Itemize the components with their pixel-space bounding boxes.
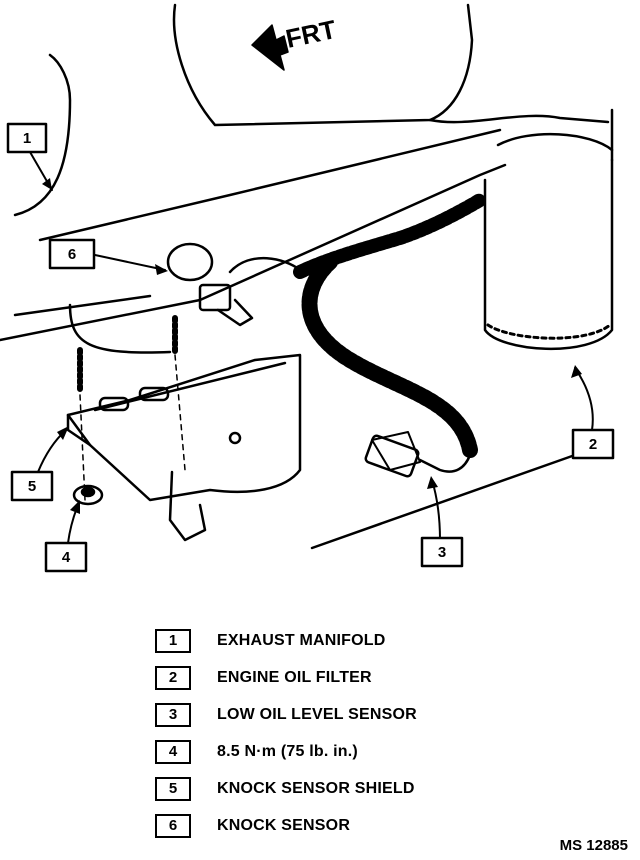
- svg-text:2: 2: [589, 436, 597, 453]
- legend-number: 4: [155, 739, 191, 764]
- legend-label: KNOCK SENSOR SHIELD: [217, 779, 415, 797]
- legend-number: 3: [155, 702, 191, 727]
- legend-label: ENGINE OIL FILTER: [217, 668, 372, 686]
- legend-number: 5: [155, 776, 191, 801]
- callout-box-2: 2: [571, 428, 615, 460]
- manifold-lower-edge: [0, 163, 507, 342]
- ground-line: [310, 453, 577, 550]
- legend-item: 3 LOW OIL LEVEL SENSOR: [155, 696, 575, 733]
- oil-pan-outline: [172, 3, 474, 127]
- exhaust-manifold-outline: [13, 53, 72, 217]
- bolts: [72, 315, 186, 506]
- legend-number: 6: [155, 813, 191, 838]
- svg-text:3: 3: [438, 544, 446, 561]
- legend-label: 8.5 N·m (75 lb. in.): [217, 742, 358, 760]
- leader-line-6: [94, 254, 166, 271]
- wiring-harness-loop: [301, 254, 478, 458]
- callout-box-6: 6: [48, 238, 96, 270]
- legend: 1 EXHAUST MANIFOLD 2 ENGINE OIL FILTER 3…: [155, 622, 575, 844]
- front-direction-indicator: FRT: [251, 14, 339, 71]
- leader-lines: [29, 151, 594, 544]
- legend-item: 5 KNOCK SENSOR SHIELD: [155, 770, 575, 807]
- svg-text:5: 5: [28, 478, 36, 495]
- callout-box-3: 3: [420, 536, 464, 568]
- legend-label: LOW OIL LEVEL SENSOR: [217, 705, 417, 723]
- svg-text:4: 4: [62, 549, 71, 566]
- front-arrow-icon: [251, 24, 289, 71]
- svg-text:1: 1: [23, 130, 31, 147]
- knock-sensor-shield-shape: [66, 353, 302, 542]
- legend-item: 1 EXHAUST MANIFOLD: [155, 622, 575, 659]
- figure-id: MS 12885: [559, 837, 628, 854]
- leader-line-3: [431, 479, 441, 541]
- callout-box-1: 1: [6, 122, 48, 154]
- legend-item: 6 KNOCK SENSOR: [155, 807, 575, 844]
- legend-item: 2 ENGINE OIL FILTER: [155, 659, 575, 696]
- block-contour: [428, 114, 610, 124]
- low-oil-level-sensor-shape: [364, 431, 472, 478]
- callout-box-4: 4: [44, 541, 88, 573]
- legend-label: EXHAUST MANIFOLD: [217, 631, 386, 649]
- legend-label: KNOCK SENSOR: [217, 816, 351, 834]
- rail-curve: [68, 303, 172, 354]
- leader-line-2: [574, 367, 594, 431]
- engine-illustration: FRT 1 6 2 3 4 5: [0, 3, 615, 573]
- svg-text:6: 6: [68, 246, 76, 263]
- front-direction-label: FRT: [283, 14, 339, 54]
- legend-item: 4 8.5 N·m (75 lb. in.): [155, 733, 575, 770]
- knock-sensor-shape: [166, 242, 302, 327]
- oil-filter: [483, 108, 614, 351]
- legend-number: 2: [155, 665, 191, 690]
- callout-box-5: 5: [10, 470, 54, 502]
- block-upper-edge: [38, 128, 502, 242]
- rail-line: [13, 294, 152, 317]
- legend-number: 1: [155, 628, 191, 653]
